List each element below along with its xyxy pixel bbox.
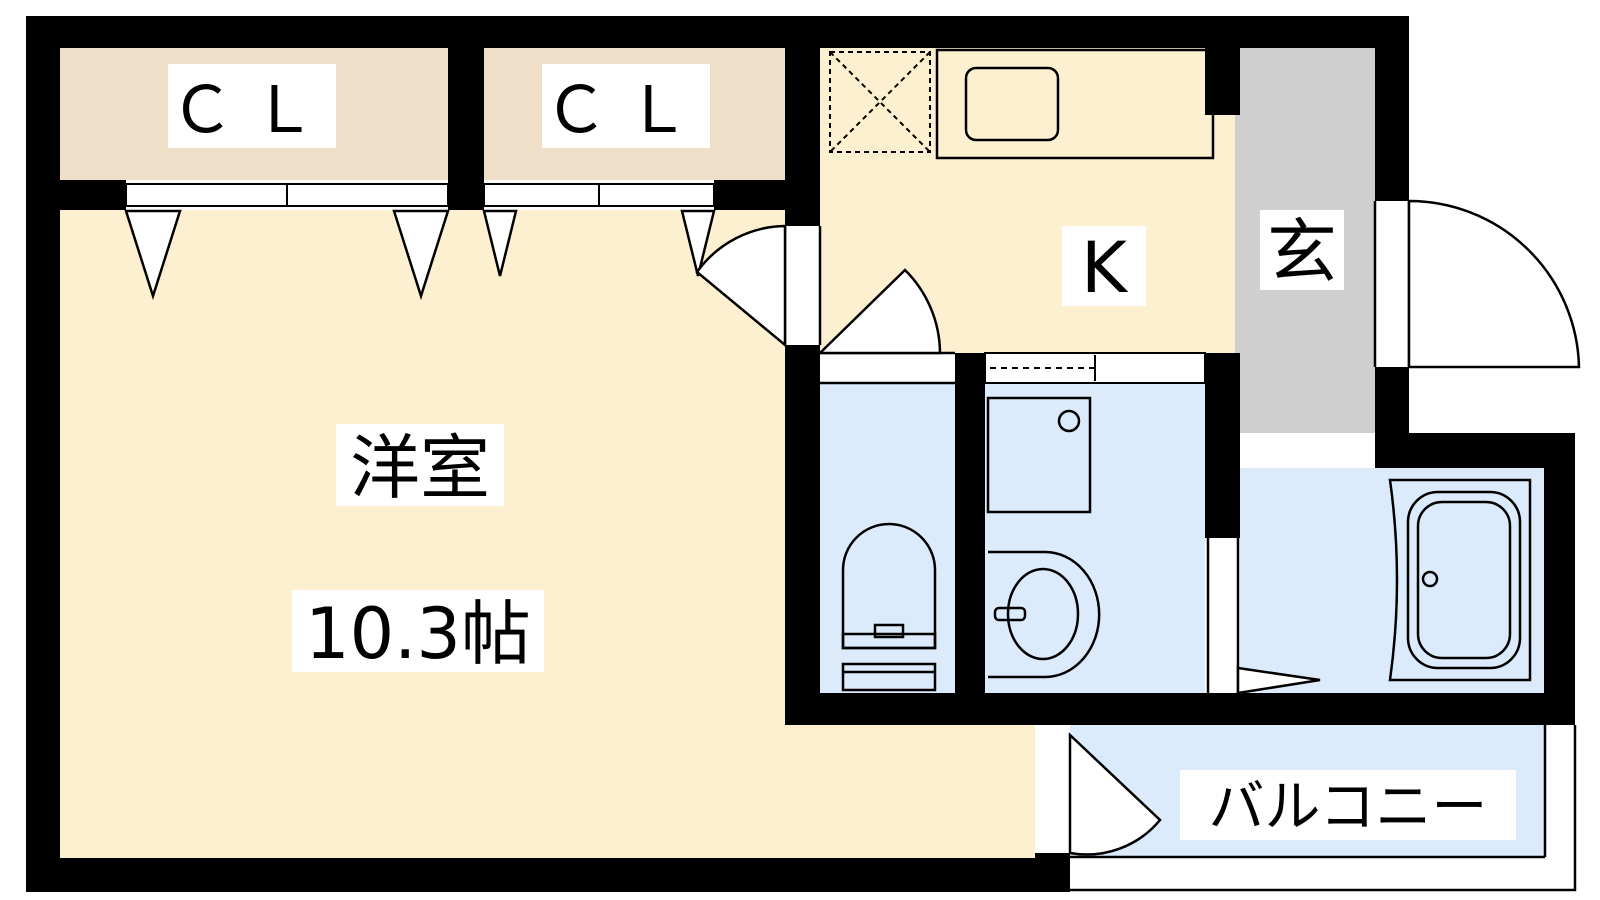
kitchen-label: K [1062, 226, 1146, 309]
refrigerator-space [829, 51, 931, 153]
bathroom-door [1206, 538, 1321, 695]
bathtub [1388, 478, 1532, 682]
closet-right-label: ＣＬ [542, 64, 710, 148]
western-room-area-label: 10.3帖 [292, 590, 544, 675]
western-room-floor [60, 210, 790, 858]
western-room-door [695, 224, 822, 348]
washbasin [988, 550, 1101, 679]
balcony-door [1035, 725, 1162, 856]
entrance-text: 玄 [1267, 211, 1337, 293]
kitchen-text: K [1081, 227, 1129, 309]
western-room-name: 洋室 [350, 427, 490, 509]
balcony-rail [1070, 725, 1577, 892]
closet-right-text: ＣＬ [544, 74, 708, 148]
closet-left-text: ＣＬ [170, 74, 334, 148]
closet-left-label: ＣＬ [168, 64, 336, 148]
western-room-area: 10.3帖 [305, 593, 531, 675]
western-room-label: 洋室 [336, 424, 504, 509]
walls [26, 16, 1575, 892]
western-room-floor-ext [790, 720, 1035, 858]
closet-door-arrows [124, 209, 716, 301]
entrance-label: 玄 [1260, 210, 1344, 293]
balcony-text: バルコニー [1209, 775, 1488, 840]
washroom-door [984, 352, 1206, 384]
closet-doors [125, 183, 715, 207]
washing-machine-space [986, 396, 1092, 514]
entrance-door [1373, 199, 1581, 369]
toilet-fixture [841, 522, 937, 692]
kitchen-counter [935, 48, 1215, 160]
balcony-label: バルコニー [1180, 770, 1516, 840]
toilet-door [816, 268, 955, 385]
